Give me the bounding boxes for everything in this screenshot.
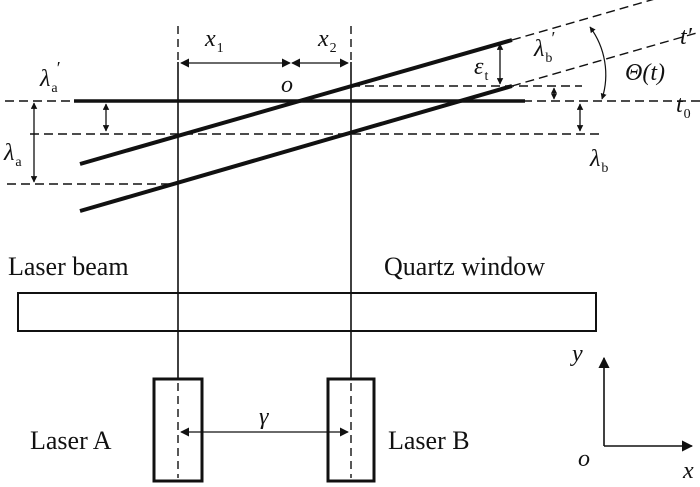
t-prime-dash-line xyxy=(511,0,654,41)
axis-origin-label: o xyxy=(578,446,590,472)
t-prime-label: t′ xyxy=(680,24,693,50)
t0-symbol: t0 xyxy=(676,92,691,122)
inclined-lower-dash-ext xyxy=(511,31,700,87)
axis-x-label: x xyxy=(682,458,694,484)
gamma-label: γ xyxy=(259,404,269,430)
laser-a-label: Laser A xyxy=(30,426,112,455)
quartz-window xyxy=(17,292,597,332)
theta-arc xyxy=(589,26,607,100)
axis-y-label: y xyxy=(570,341,583,367)
x2-symbol: x2 xyxy=(317,26,337,56)
quartz-window-label: Quartz window xyxy=(384,252,545,281)
inclined-line-upper xyxy=(79,38,513,166)
theta-t-label: Θ(t) xyxy=(625,60,665,86)
x1-symbol: x1 xyxy=(204,26,224,56)
laser-beam-label: Laser beam xyxy=(8,252,129,281)
lambda-b-prime-symbol: λb′ xyxy=(533,28,555,66)
epsilon-t-symbol: εt xyxy=(474,54,488,84)
inclined-line-lower xyxy=(79,84,513,213)
lambda-b-symbol: λb xyxy=(589,146,608,176)
origin-o-label: o xyxy=(281,72,293,98)
laser-b-label: Laser B xyxy=(388,426,470,455)
lambda-a-prime-symbol: λa′ xyxy=(39,58,61,96)
lambda-a-symbol: λa xyxy=(3,140,22,170)
